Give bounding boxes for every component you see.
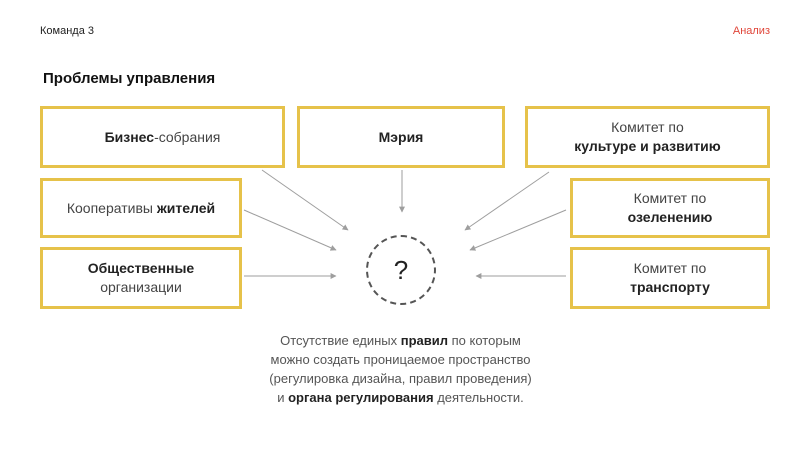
arrow-greening	[469, 209, 567, 251]
question-circle: ?	[366, 235, 436, 305]
arrow-business	[261, 169, 349, 231]
question-mark: ?	[393, 254, 409, 285]
team-label: Команда 3	[40, 25, 94, 37]
box-mayor-text: Мэрия	[378, 128, 424, 145]
box-mayor-office: Мэрия	[297, 106, 505, 168]
box-residents-coops: Кооперативы жителей	[40, 178, 242, 238]
box-coop-text: Кооперативы жителей	[66, 199, 216, 216]
caption-text: Отсутствие единых правил по которым можн…	[269, 333, 532, 405]
arrow-coop	[243, 209, 337, 251]
section-label: Анализ	[732, 25, 770, 37]
box-business-text: Бизнес-собрания	[104, 128, 221, 145]
box-business-meetings: Бизнес-собрания	[40, 106, 285, 168]
arrow-culture	[464, 171, 550, 231]
page-title: Проблемы управления	[43, 70, 216, 87]
